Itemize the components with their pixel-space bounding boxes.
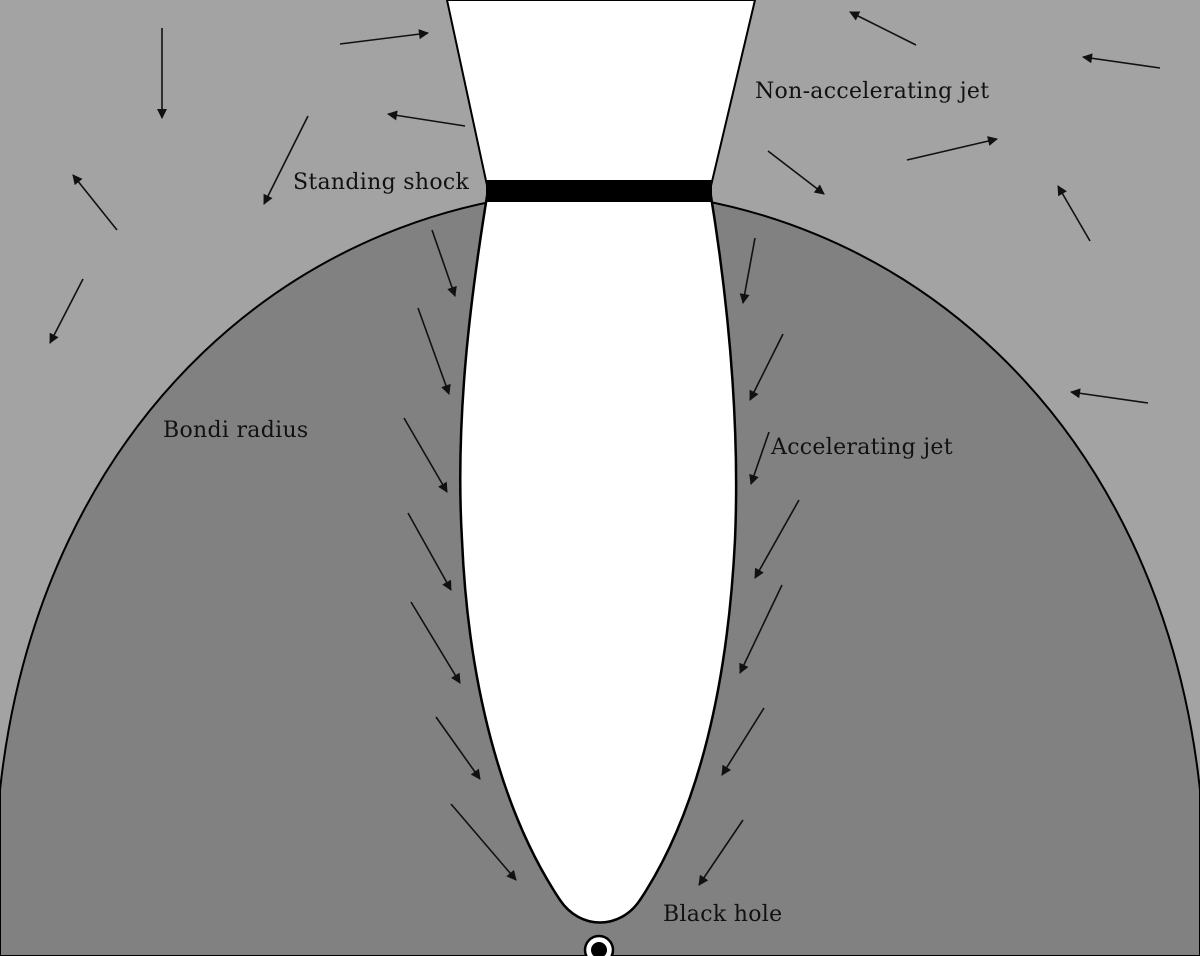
flow-arrow [403, 417, 448, 493]
black-hole-label: Black hole [663, 902, 782, 927]
bondi-radius-label: Bondi radius [163, 418, 309, 443]
flow-arrow [49, 278, 84, 344]
flow-arrow [849, 11, 917, 46]
flow-arrow [721, 707, 765, 776]
flow-arrow [1070, 388, 1149, 404]
accelerating-jet-label: Accelerating jet [770, 435, 953, 460]
flow-arrow [739, 584, 783, 674]
flow-arrow [754, 499, 800, 579]
flow-arrow [339, 29, 429, 45]
flow-arrow [431, 229, 457, 297]
flow-arrow [749, 333, 784, 401]
flow-arrow [72, 174, 118, 231]
flow-arrow [407, 512, 452, 591]
flow-arrow [767, 150, 825, 195]
accelerating-jet [459, 188, 738, 924]
flow-arrows [49, 11, 1161, 886]
flow-arrow [435, 716, 481, 780]
standing-shock-bar [486, 180, 712, 202]
flow-arrow [906, 136, 998, 161]
non-accelerating-jet [445, 0, 757, 191]
flow-arrow [698, 819, 744, 886]
non-accelerating-jet-label: Non-accelerating jet [755, 79, 989, 104]
flow-arrow [1057, 185, 1091, 242]
standing-shock-label: Standing shock [293, 170, 469, 195]
flow-arrow [749, 431, 770, 485]
flow-arrow [739, 237, 756, 304]
flow-arrow [417, 307, 451, 395]
flow-arrow [450, 803, 517, 881]
flow-arrow [263, 115, 309, 205]
black-hole [583, 934, 615, 956]
flow-arrow [387, 110, 466, 127]
flow-arrow [410, 601, 461, 684]
flow-arrow [1082, 53, 1161, 69]
